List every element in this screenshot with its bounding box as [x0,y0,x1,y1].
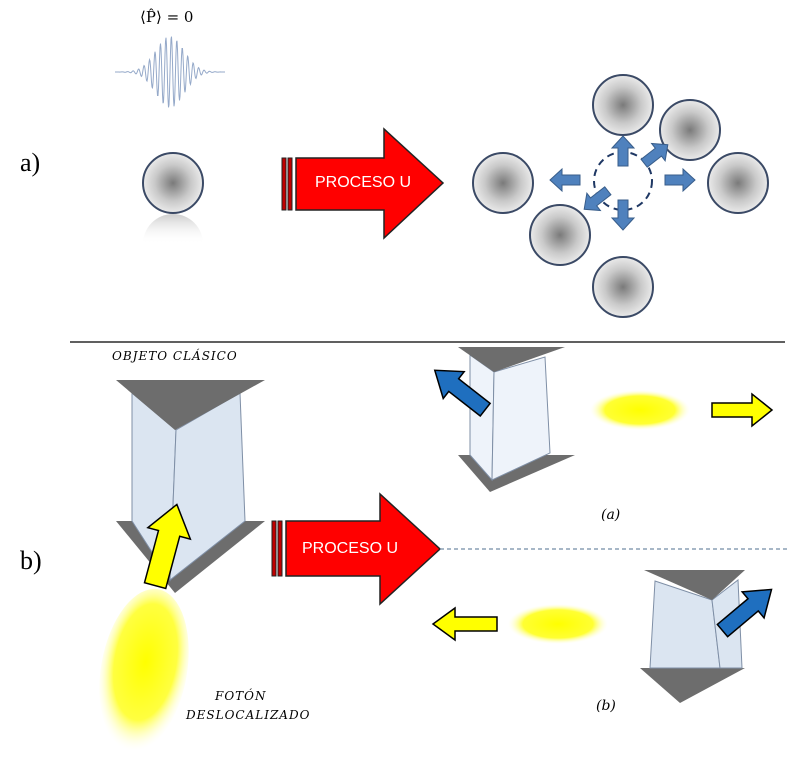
scatter-arrows [549,135,696,231]
prism-outcome-a [458,347,575,492]
ball-down [592,256,654,318]
expectation-momentum: ⟨P̂⟩ = 0 [140,8,194,26]
process-label-b: PROCESO U [302,540,399,557]
photon-arrow-b [431,606,498,642]
photon-arrow-in [143,503,192,590]
ball-left [472,152,534,214]
photon-outcome-b [508,604,608,644]
panel-a-label: a) [20,148,41,177]
particle-initial [142,152,204,244]
particle-reflection [143,214,203,244]
photon-arrow-a [711,392,774,428]
prism-classical [116,380,265,593]
ball-downleft [529,204,591,266]
ball-right [707,152,769,214]
panel-b-label: b) [20,546,42,575]
recoil-arrow-b [716,588,773,638]
particle-outcomes [472,74,769,318]
ball-up [592,74,654,136]
photon-outcome-a [590,390,690,430]
process-arrow-a [281,127,445,240]
process-label-a: PROCESO U [315,174,412,191]
outcome-b-label: (b) [596,698,616,714]
photon-label-line2: DESLOCALIZADO [186,708,311,722]
wave-packet [115,36,225,108]
classical-object-label: OBJETO CLÁSICO [112,349,238,363]
recoil-arrow-a [433,369,492,418]
photon-label-line1: FOTÓN [215,689,267,703]
photon-delocalized [99,588,189,752]
outcome-a-label: (a) [601,507,621,523]
prism-outcome-b [640,570,745,703]
process-arrow-b [271,492,442,606]
ball-upright [659,99,721,161]
